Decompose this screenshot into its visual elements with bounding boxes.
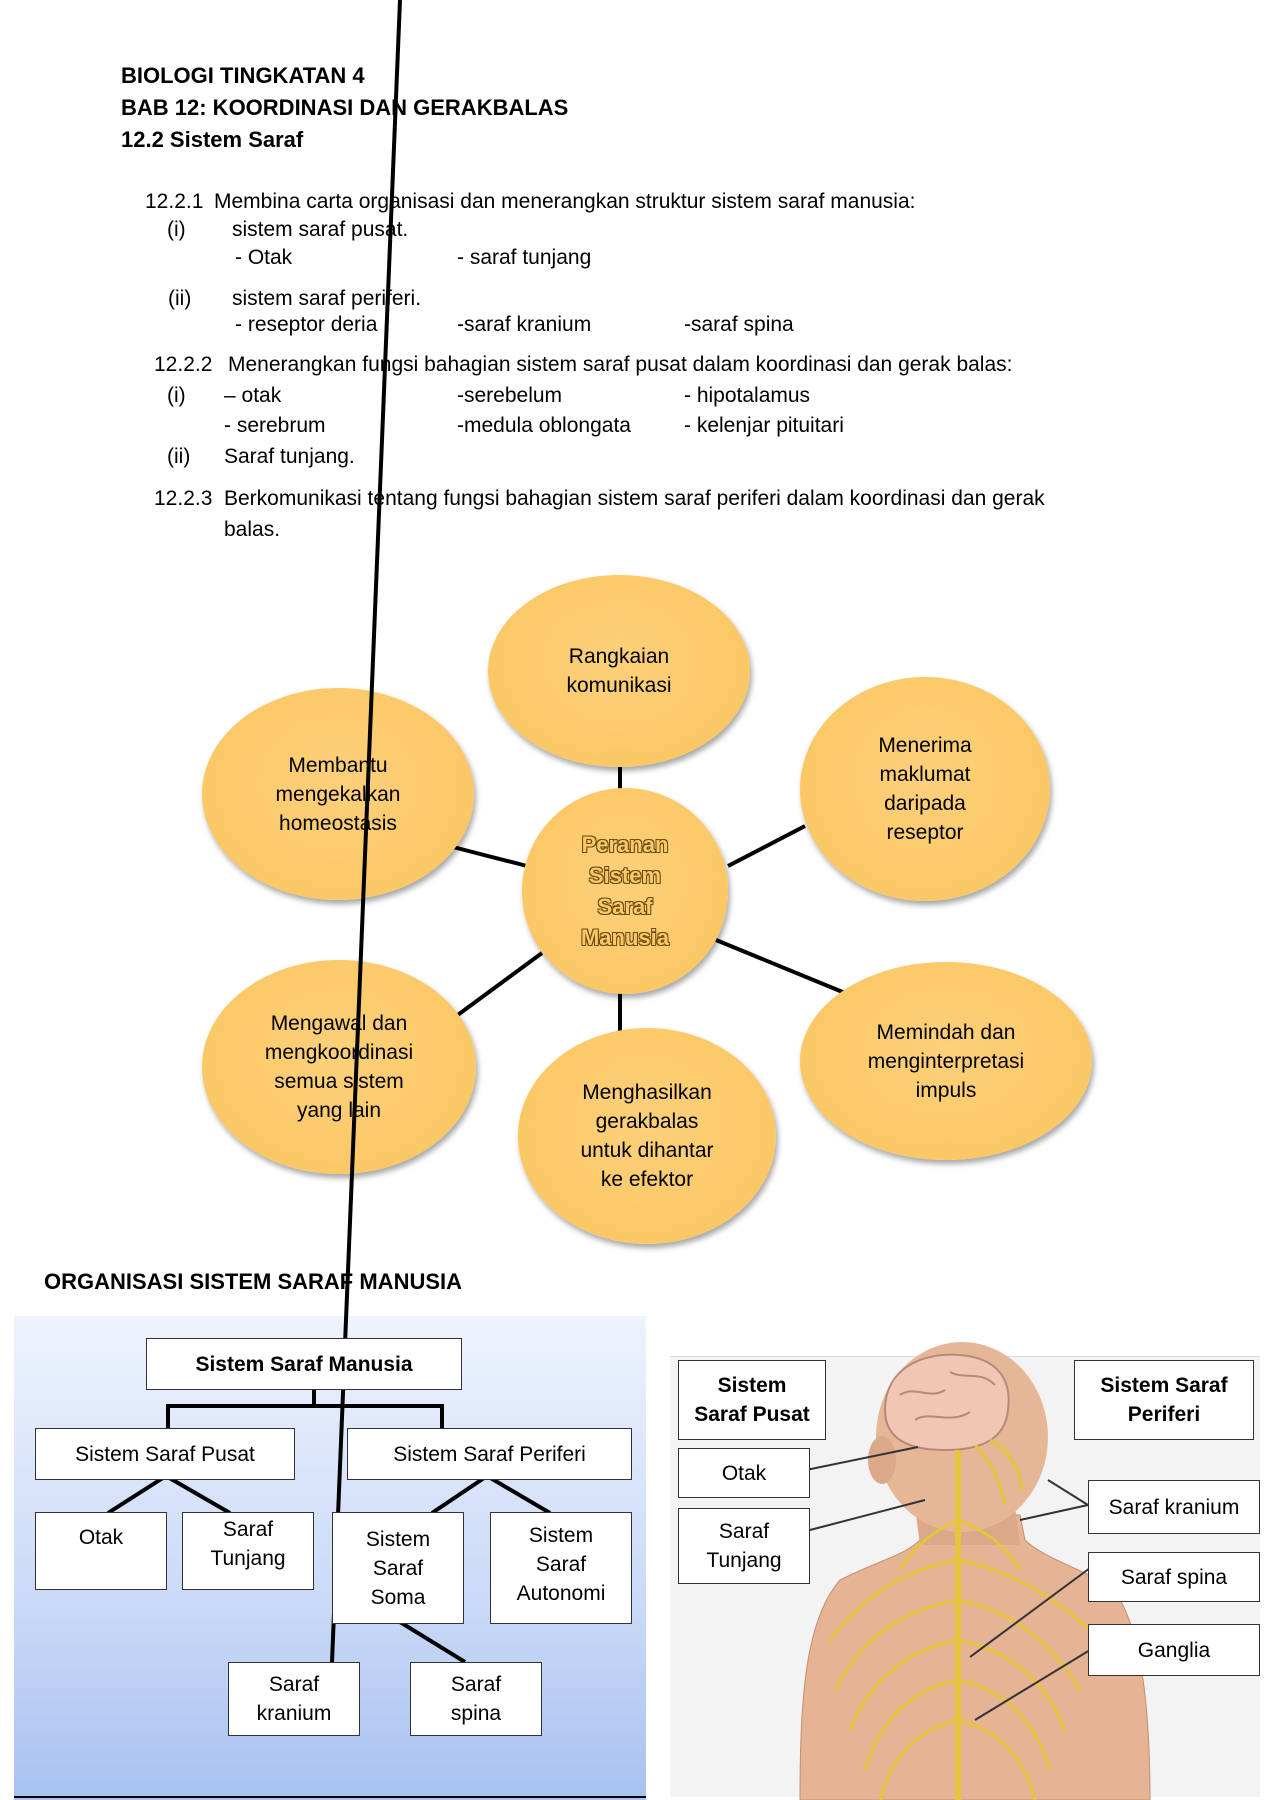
bubble-map-connectors — [452, 751, 846, 1040]
label-spinal-nerves-text: Saraf spina — [1120, 1565, 1228, 1589]
label-brain-text: Otak — [721, 1461, 767, 1485]
org-node-spinal-nerves-label: Saraf spina — [450, 1673, 502, 1725]
objective-2-i-item-a: – otak — [224, 384, 282, 407]
objective-2-i-item-d: - serebrum — [224, 414, 326, 437]
bubble-communication-network: Rangkaian komunikasi — [488, 575, 750, 767]
objective-1-i-item-a: - Otak — [235, 246, 293, 269]
objective-2-i-number: (i) — [167, 384, 186, 407]
objective-2-i-item-b: -serebelum — [457, 384, 563, 407]
bubble-center-role: Peranan Sistem Saraf Manusia — [522, 788, 728, 994]
bubble-homeostasis: Membantu mengekalkan homeostasis — [202, 688, 474, 900]
label-cranial-nerves: Saraf kranium — [1088, 1480, 1260, 1534]
ear-shape — [868, 1436, 896, 1484]
bubble-center-role-text: Peranan Sistem Saraf Manusia — [580, 832, 670, 950]
org-node-cranial-nerves-label: Saraf kranium — [256, 1673, 332, 1725]
org-node-human-nervous-system-label: Sistem Saraf Manusia — [195, 1352, 413, 1376]
bubble-receive-information: Menerima maklumat daripada reseptor — [800, 677, 1050, 901]
connector-left-bottom — [453, 951, 544, 1019]
objective-2-i-item-c: - hipotalamus — [684, 384, 811, 407]
label-peripheral-nervous-system: Sistem Saraf Periferi — [1074, 1360, 1254, 1440]
brain-shape — [883, 1353, 1010, 1452]
header-section: 12.2 Sistem Saraf — [121, 127, 304, 152]
objective-1-text: Membina carta organisasi dan menerangkan… — [214, 190, 916, 213]
objective-1-i-text: sistem saraf pusat. — [232, 218, 409, 241]
org-node-cranial-nerves: Saraf kranium — [228, 1662, 360, 1736]
bubble-produce-response-text: Menghasilkan gerakbalas untuk dihantar k… — [580, 1081, 714, 1191]
label-cranial-nerves-text: Saraf kranium — [1108, 1495, 1240, 1519]
label-peripheral-nervous-system-text: Sistem Saraf Periferi — [1100, 1374, 1228, 1426]
objective-3-text-cont: balas. — [224, 518, 281, 541]
bubble-transmit-interpret-text: Memindah dan menginterpretasi impuls — [867, 1020, 1025, 1102]
org-node-brain-label: Otak — [78, 1526, 124, 1549]
label-spinal-cord: Saraf Tunjang — [678, 1508, 810, 1584]
figure-leader-lines — [805, 1446, 1091, 1721]
objective-2-text: Menerangkan fungsi bahagian sistem saraf… — [228, 353, 1013, 376]
objective-1-ii-number: (ii) — [168, 287, 192, 310]
org-node-somatic-system: Sistem Saraf Soma — [332, 1512, 464, 1624]
org-node-spinal-cord: Saraf Tunjang — [182, 1512, 314, 1590]
org-node-human-nervous-system: Sistem Saraf Manusia — [146, 1338, 462, 1390]
header-subject: BIOLOGI TINGKATAN 4 — [121, 63, 365, 88]
label-spinal-nerves: Saraf spina — [1088, 1552, 1260, 1602]
objective-1-i-item-b: - saraf tunjang — [457, 246, 592, 269]
label-spinal-cord-text: Saraf Tunjang — [706, 1520, 782, 1572]
org-node-spinal-nerves: Saraf spina — [410, 1662, 542, 1736]
org-node-central-nervous-system: Sistem Saraf Pusat — [35, 1428, 295, 1480]
org-node-peripheral-nervous-system: Sistem Saraf Periferi — [347, 1428, 632, 1480]
bubble-communication-network-text: Rangkaian komunikasi — [566, 645, 672, 697]
connector-left-top — [452, 845, 528, 868]
objective-1-number: 12.2.1 — [145, 190, 204, 213]
org-node-somatic-system-label: Sistem Saraf Soma — [365, 1527, 431, 1609]
org-node-autonomic-system: Sistem Saraf Autonomi — [490, 1512, 632, 1624]
org-node-peripheral-nervous-system-label: Sistem Saraf Periferi — [393, 1442, 586, 1466]
org-node-autonomic-system-label: Sistem Saraf Autonomi — [516, 1523, 606, 1605]
bubble-transmit-interpret: Memindah dan menginterpretasi impuls — [800, 962, 1092, 1160]
objective-3-text: Berkomunikasi tentang fungsi bahagian si… — [224, 487, 1045, 510]
connector-right-bottom — [715, 938, 846, 995]
org-node-brain: Otak — [35, 1512, 167, 1590]
objective-1-ii-item-a: - reseptor deria — [235, 313, 378, 336]
label-ganglia-text: Ganglia — [1137, 1638, 1211, 1662]
objective-3-number: 12.2.3 — [154, 487, 213, 510]
objective-2-ii-number: (ii) — [167, 445, 191, 468]
objective-1-i-number: (i) — [167, 218, 186, 241]
connector-right-top — [727, 824, 806, 868]
header-chapter: BAB 12: KOORDINASI DAN GERAKBALAS — [121, 95, 569, 120]
objective-2-i-item-f: - kelenjar pituitari — [684, 414, 844, 437]
label-central-nervous-system: Sistem Saraf Pusat — [678, 1360, 826, 1440]
org-node-spinal-cord-label: Saraf Tunjang — [210, 1518, 286, 1570]
nerve-network — [828, 1438, 1102, 1800]
objective-2-i-item-e: -medula oblongata — [457, 414, 631, 437]
label-ganglia: Ganglia — [1088, 1624, 1260, 1676]
label-brain: Otak — [678, 1448, 810, 1498]
org-chart-bottom-rule — [14, 1796, 646, 1798]
organisation-title: ORGANISASI SISTEM SARAF MANUSIA — [44, 1269, 463, 1294]
bubble-control-coordinate: Mengawal dan mengkoordinasi semua sistem… — [202, 960, 476, 1174]
objective-2-number: 12.2.2 — [154, 353, 213, 376]
label-central-nervous-system-text: Sistem Saraf Pusat — [694, 1374, 810, 1426]
bubble-receive-information-text: Menerima maklumat daripada reseptor — [878, 734, 972, 844]
objective-1-ii-text: sistem saraf periferi. — [232, 287, 422, 310]
org-node-central-nervous-system-label: Sistem Saraf Pusat — [75, 1442, 255, 1466]
objective-1-ii-item-c: -saraf spina — [684, 313, 794, 336]
objective-1-ii-item-b: -saraf kranium — [457, 313, 592, 336]
bubble-control-coordinate-text: Mengawal dan mengkoordinasi semua sistem… — [264, 1012, 414, 1122]
objective-2-ii-text: Saraf tunjang. — [224, 445, 355, 468]
bubble-produce-response: Menghasilkan gerakbalas untuk dihantar k… — [518, 1028, 776, 1244]
